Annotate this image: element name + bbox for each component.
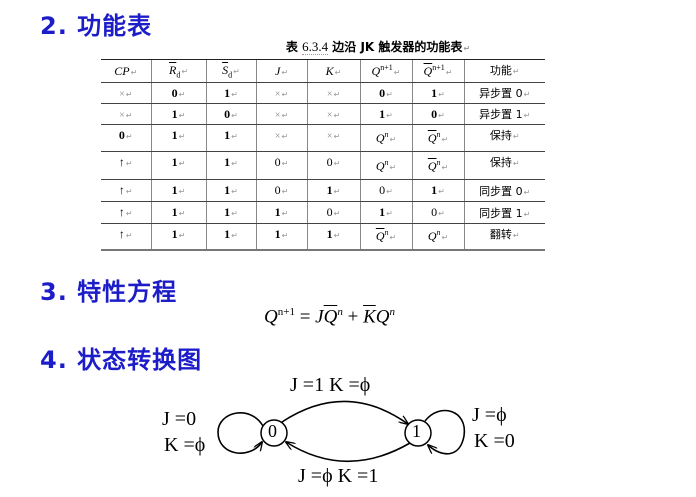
self-loop-0-label-j: J =0: [162, 408, 197, 430]
state-1-node: [404, 419, 432, 447]
table-row: ×↵ 1↵ 0↵ ×↵ ×↵ 1↵ 0↵ 异步置 1↵: [101, 103, 545, 125]
header-function: 功能↵: [463, 59, 545, 83]
self-loop-1-label-k: K =0: [474, 430, 515, 452]
header-rd: Rd↵: [150, 59, 206, 83]
heading-characteristic-equation: 3. 特性方程: [40, 278, 178, 306]
transition-label-0-to-1: J =1 K =ϕ: [290, 374, 371, 396]
header-j: J↵: [255, 59, 307, 83]
header-qbar-next: Qn+1↵: [411, 59, 464, 83]
header-k: K↵: [306, 59, 360, 83]
heading-state-diagram: 4. 状态转换图: [40, 346, 203, 374]
state-transition-diagram: 0 1 J =1 K =ϕ J =ϕ K =1 J =0 K =ϕ J =ϕ K…: [150, 370, 550, 493]
table-row: ×↵ 0↵ 1↵ ×↵ ×↵ 0↵ 1↵ 异步置 0↵: [101, 82, 545, 104]
table-header-row: CP↵ Rd↵ Sd↵ J↵ K↵ Qn+1↵ Qn+1↵ 功能↵: [101, 59, 545, 83]
caption-title: 边沿 JK 触发器的功能表: [332, 40, 463, 54]
caption-prefix: 表: [285, 40, 298, 54]
header-cp: CP↵: [101, 59, 151, 83]
table-row: ↑↵ 1↵ 1↵ 0↵ 1↵ 0↵ 1↵ 同步置 0↵: [101, 179, 545, 202]
header-sd: Sd↵: [205, 59, 256, 83]
table-row: ↑↵ 1↵ 1↵ 1↵ 1↵ Qn↵ Qn↵ 翻转↵: [101, 223, 545, 251]
table-caption: 表 6.3.4 边沿 JK 触发器的功能表↵: [285, 39, 471, 55]
heading-function-table: 2. 功能表: [40, 12, 153, 40]
function-table: CP↵ Rd↵ Sd↵ J↵ K↵ Qn+1↵ Qn+1↵ 功能↵ ×↵ 0↵ …: [101, 59, 545, 251]
table-row: 0↵ 1↵ 1↵ ×↵ ×↵ Qn↵ Qn↵ 保持↵: [101, 124, 545, 152]
state-diagram-graphic: [217, 400, 466, 463]
header-q-next: Qn+1↵: [359, 59, 412, 83]
table-row: ↑↵ 1↵ 1↵ 1↵ 0↵ 1↵ 0↵ 同步置 1↵: [101, 201, 545, 224]
state-1-label: 1: [412, 421, 421, 441]
state-0-label: 0: [268, 421, 277, 441]
table-row: ↑↵ 1↵ 1↵ 0↵ 0↵ Qn↵ Qn↵ 保持↵: [101, 151, 545, 180]
caption-number: 6.3.4: [302, 39, 329, 55]
state-0-node: [260, 419, 288, 447]
self-loop-1-label-j: J =ϕ: [472, 404, 507, 426]
transition-label-1-to-0: J =ϕ K =1: [298, 465, 379, 487]
self-loop-0-label-k: K =ϕ: [164, 434, 206, 456]
characteristic-equation: Qn+1 = JQn + KQn: [264, 306, 395, 328]
